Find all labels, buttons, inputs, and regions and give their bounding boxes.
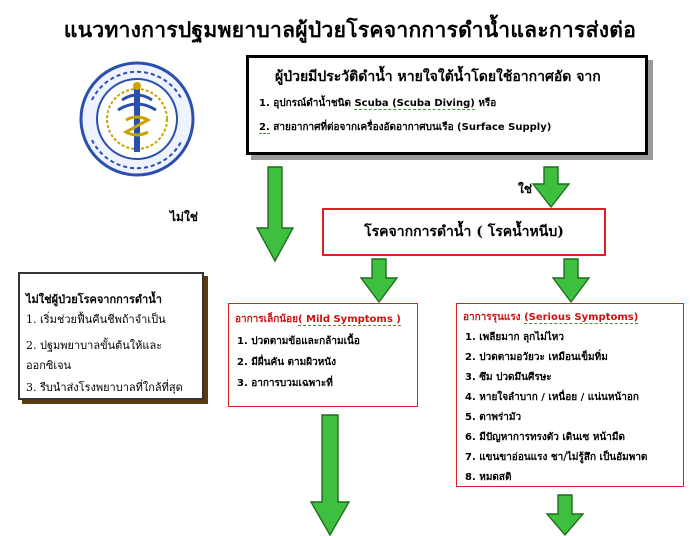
mild-heading-thai: อาการเล็กน้อย [235, 314, 298, 325]
mild-symptom-item: 2. มีผื่นคัน ตามผิวหนัง [237, 357, 337, 368]
page-title: แนวทางการปฐมพยาบาลผู้ป่วยโรคจากการดำน้ำแ… [63, 17, 637, 42]
serious-symptom-item: 8. หมดสติ [465, 472, 512, 483]
serious-symptom-item: 4. หายใจลำบาก / เหนื่อย / แน่นหน้าอก [465, 392, 639, 403]
criteria-item-surface-supply: 2. สายอากาศที่ต่อจากเครื่องอัดอากาศบนเรื… [259, 120, 551, 135]
serious-symptom-item: 7. แขนขาอ่อนแรง ชา/ไม่รู้สึก เป็นอัมพาต [465, 452, 648, 463]
criteria-item-scuba-prefix: 1. อุปกรณ์ดำน้ำชนิด [259, 98, 355, 109]
not-diving-step-1: 1. เริ่มช่วยฟื้นคืนชีพถ้าจำเป็น [26, 313, 166, 326]
serious-heading-thai: อาการรุนแรง [463, 312, 525, 323]
hospital-logo-icon [79, 61, 195, 177]
diving-disease-box: โรคจากการดำน้ำ ( โรคน้ำหนีบ) [322, 208, 606, 256]
no-label: ไม่ใช่ [170, 210, 198, 224]
arrow-serious-down-icon [545, 494, 585, 536]
not-diving-step-2: 2. ปฐมพยาบาลขั้นต้นให้และ [26, 339, 163, 352]
criteria-item-surface-supply-text: สายอากาศที่ต่อจากเครื่องอัดอากาศบนเรือ (… [269, 122, 552, 133]
serious-heading-english: (Serious Symptoms) [524, 312, 639, 324]
not-diving-step-2-cont: ออกซิเจน [26, 359, 72, 372]
serious-symptom-item: 1. เพลียมาก ลุกไม่ไหว [465, 332, 565, 343]
arrow-to-not-diving-icon [255, 166, 295, 263]
mild-symptom-item: 3. อาการบวมเฉพาะที่ [237, 378, 333, 389]
arrow-to-serious-icon [551, 258, 591, 304]
serious-symptoms-box: อาการรุนแรง (Serious Symptoms) 1. เพลียม… [456, 303, 684, 487]
serious-symptom-item: 5. ตาพร่ามัว [465, 412, 522, 423]
mild-heading-english: ( Mild Symptoms ) [297, 314, 401, 326]
mild-symptoms-box: อาการเล็กน้อย( Mild Symptoms ) 1. ปวดตาม… [228, 303, 418, 407]
mild-symptoms-heading: อาการเล็กน้อย( Mild Symptoms ) [235, 312, 401, 327]
serious-symptom-item: 3. ซึม ปวดมึนศีรษะ [465, 372, 552, 383]
mild-symptom-item: 1. ปวดตามข้อและกล้ามเนื้อ [237, 336, 360, 347]
arrow-mild-down-icon [309, 414, 351, 536]
criteria-item-scuba-suffix: หรือ [474, 98, 497, 109]
diving-history-box: ผู้ป่วยมีประวัติดำน้ำ หายใจใต้น้ำโดยใช้อ… [246, 55, 648, 155]
diving-history-heading: ผู้ป่วยมีประวัติดำน้ำ หายใจใต้น้ำโดยใช้อ… [275, 69, 601, 85]
not-diving-patient-heading: ไม่ใช่ผู้ป่วยโรคจากการดำน้ำ [26, 293, 162, 306]
serious-symptom-item: 2. ปวดตามอวัยวะ เหมือนเข็มทิ่ม [465, 352, 608, 363]
serious-symptoms-heading: อาการรุนแรง (Serious Symptoms) [463, 310, 639, 325]
serious-symptom-item: 6. มีปัญหาการทรงตัว เดินเซ หน้ามืด [465, 432, 625, 443]
not-diving-step-3: 3. รีบนำส่งโรงพยาบาลที่ใกล้ที่สุด [26, 381, 183, 394]
arrow-to-mild-icon [359, 258, 399, 304]
not-diving-patient-box: ไม่ใช่ผู้ป่วยโรคจากการดำน้ำ 1. เริ่มช่วย… [18, 272, 204, 400]
criteria-item-surface-supply-number: 2. [259, 122, 270, 134]
criteria-item-scuba: 1. อุปกรณ์ดำน้ำชนิด Scuba (Scuba Diving)… [259, 96, 496, 111]
yes-label: ใช่ [518, 182, 533, 196]
arrow-to-diagnosis-icon [531, 166, 571, 209]
criteria-item-scuba-term: Scuba (Scuba Diving) [354, 98, 475, 110]
